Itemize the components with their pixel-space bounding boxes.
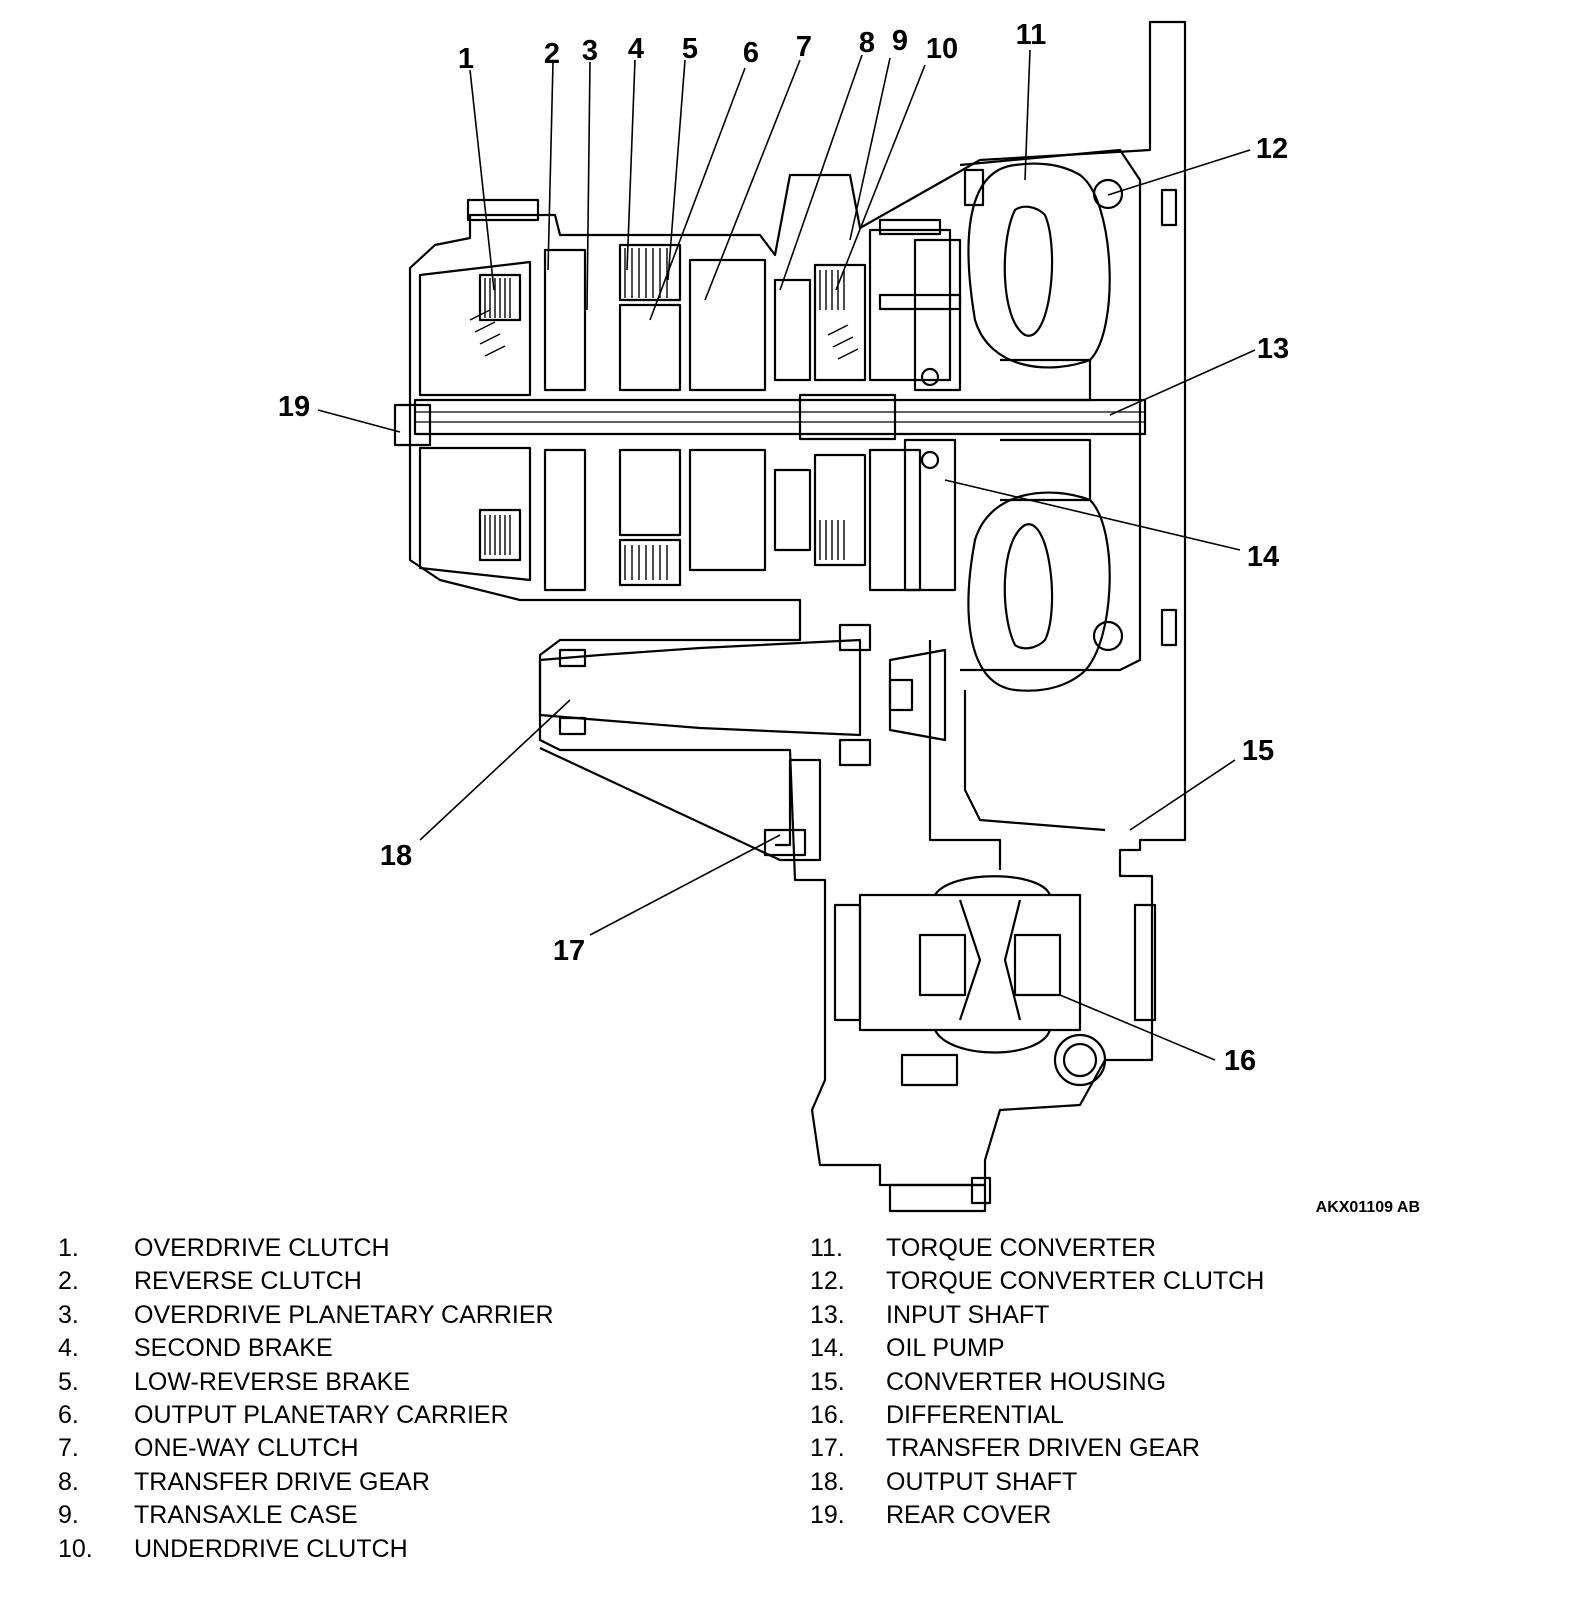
legend-number: 3. [58, 1300, 79, 1329]
legend-label: OUTPUT SHAFT [886, 1467, 1078, 1496]
legend-label: TORQUE CONVERTER [886, 1234, 1156, 1262]
legend-number: 5. [58, 1367, 79, 1396]
legend-label: REVERSE CLUTCH [134, 1267, 362, 1296]
leader-lines [317, 49, 1256, 1061]
legend-item: 11. TORQUE CONVERTER [810, 1232, 1264, 1265]
upper-clutch-packs [478, 228, 952, 392]
legend-item: 6. OUTPUT PLANETARY CARRIER [58, 1399, 554, 1432]
legend-number: 16. [810, 1400, 845, 1429]
legend-label: TRANSFER DRIVEN GEAR [886, 1434, 1200, 1463]
legend-number: 11. [810, 1234, 843, 1262]
legend-label: TRANSAXLE CASE [134, 1501, 358, 1530]
legend-label: UNDERDRIVE CLUTCH [134, 1534, 408, 1563]
legend-right: 11. TORQUE CONVERTER 12. TORQUE CONVERTER … [810, 1232, 1264, 1533]
legend-item: 12. TORQUE CONVERTER CLUTCH [810, 1265, 1264, 1298]
legend-label: TRANSFER DRIVE GEAR [134, 1467, 430, 1496]
legend-number: 2. [58, 1267, 79, 1296]
legend-label: TORQUE CONVERTER CLUTCH [886, 1267, 1265, 1296]
legend-number: 14. [810, 1334, 845, 1363]
legend-label: SECOND BRAKE [134, 1334, 333, 1363]
callout-17: 17 [553, 935, 585, 967]
legend-number: 1. [58, 1234, 79, 1262]
bolts [466, 168, 1178, 1213]
legend-item: 19. REAR COVER [810, 1499, 1264, 1532]
callout-1: 1 [458, 43, 474, 75]
callout-11: 11 [1016, 19, 1047, 51]
oil-pump [903, 238, 962, 592]
legend-number: 17. [810, 1434, 845, 1463]
legend-left: 1. OVERDRIVE CLUTCH 2. REVERSE CLUTCH 3. OV… [58, 1232, 554, 1566]
lower-clutch-packs [478, 448, 922, 592]
callout-18: 18 [380, 840, 412, 872]
legend-item: 8. TRANSFER DRIVE GEAR [58, 1466, 554, 1499]
legend-label: ONE-WAY CLUTCH [134, 1434, 359, 1463]
differential [833, 875, 1157, 1087]
callout-5: 5 [682, 33, 698, 65]
legend-number: 12. [810, 1267, 845, 1296]
legend-item: 15. CONVERTER HOUSING [810, 1366, 1264, 1399]
legend-label: INPUT SHAFT [886, 1300, 1050, 1329]
legend-number: 6. [58, 1400, 79, 1429]
converter-housing-outline [408, 20, 1187, 1187]
legend-item: 18. OUTPUT SHAFT [810, 1466, 1264, 1499]
legend-number: 18. [810, 1467, 845, 1496]
transaxle-cross-section-diagram: 1 2 3 4 5 6 7 8 9 10 11 12 13 14 15 16 1… [278, 19, 1420, 1216]
legend-number: 19. [810, 1501, 845, 1530]
legend-item: 17. TRANSFER DRIVEN GEAR [810, 1432, 1264, 1465]
legend-number: 13. [810, 1300, 845, 1329]
callout-4: 4 [628, 33, 644, 65]
callout-numbers: 1 2 3 4 5 6 7 8 9 10 11 12 13 14 15 16 1… [278, 19, 1289, 1077]
legend-label: CONVERTER HOUSING [886, 1367, 1167, 1396]
legend-item: 9. TRANSAXLE CASE [58, 1499, 554, 1532]
input-shaft [413, 393, 1147, 441]
callout-6: 6 [743, 37, 759, 69]
rear-cover-outline [418, 260, 532, 397]
legend-label: REAR COVER [886, 1501, 1052, 1530]
legend-item: 14. OIL PUMP [810, 1332, 1264, 1365]
callout-10: 10 [926, 33, 958, 65]
figure-id: AKX01109 AB [1316, 1199, 1420, 1216]
legend-label: LOW-REVERSE BRAKE [134, 1367, 411, 1396]
callout-8: 8 [859, 27, 875, 59]
legend-item: 1. OVERDRIVE CLUTCH [58, 1232, 554, 1265]
legend-item: 10. UNDERDRIVE CLUTCH [58, 1533, 554, 1566]
legend-item: 13. INPUT SHAFT [810, 1299, 1264, 1332]
legend-number: 15. [810, 1367, 845, 1396]
callout-12: 12 [1256, 133, 1288, 165]
legend-item: 7. ONE-WAY CLUTCH [58, 1432, 554, 1465]
callout-16: 16 [1224, 1045, 1256, 1077]
legend-number: 10. [58, 1534, 93, 1563]
callout-15: 15 [1242, 735, 1274, 767]
callout-13: 13 [1257, 333, 1289, 365]
legend-item: 3. OVERDRIVE PLANETARY CARRIER [58, 1299, 554, 1332]
legend-item: 5. LOW-REVERSE BRAKE [58, 1366, 554, 1399]
legend-item: 4. SECOND BRAKE [58, 1332, 554, 1365]
legend-number: 8. [58, 1467, 79, 1496]
callout-19: 19 [278, 391, 310, 423]
callout-7: 7 [796, 31, 812, 63]
legend-label: OVERDRIVE CLUTCH [134, 1234, 390, 1262]
callout-14: 14 [1247, 541, 1279, 573]
output-shaft [538, 623, 947, 767]
legend-label: OIL PUMP [886, 1334, 1005, 1363]
transfer-driven-gear [539, 747, 822, 862]
legend-label: OUTPUT PLANETARY CARRIER [134, 1400, 509, 1429]
legend-label: OVERDRIVE PLANETARY CARRIER [134, 1300, 554, 1329]
legend-item: 2. REVERSE CLUTCH [58, 1265, 554, 1298]
callout-2: 2 [544, 38, 560, 70]
clutch-plates [469, 248, 859, 580]
legend-label: DIFFERENTIAL [886, 1400, 1064, 1429]
torque-converter [967, 162, 1124, 692]
legend-item: 16. DIFFERENTIAL [810, 1399, 1264, 1432]
callout-3: 3 [582, 35, 598, 67]
callout-9: 9 [892, 25, 908, 57]
legend-number: 9. [58, 1501, 79, 1530]
legend-number: 4. [58, 1334, 79, 1363]
legend-number: 7. [58, 1434, 79, 1463]
